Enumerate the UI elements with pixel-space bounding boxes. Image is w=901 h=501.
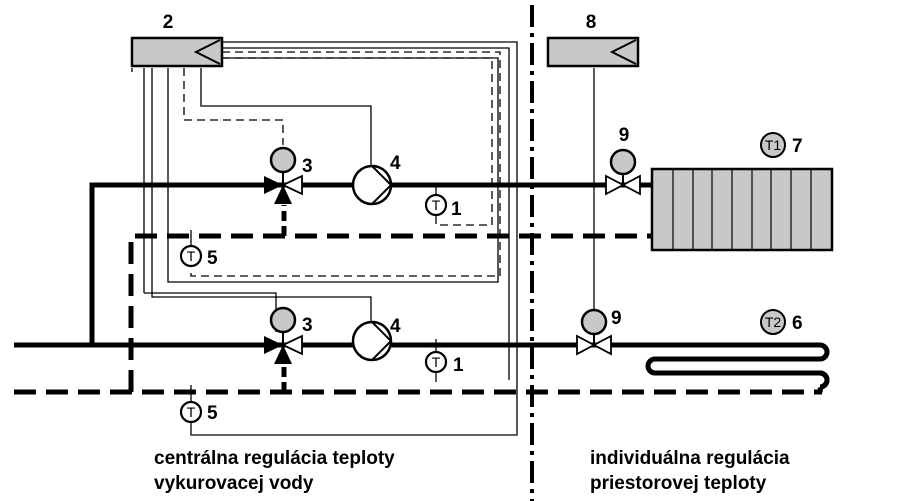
label-thermo-valve-top: 9 (619, 125, 630, 146)
caption-individual-line1: individuálna regulácia (590, 448, 790, 469)
room-sensor-t1-glyph: T1 (765, 137, 782, 153)
caption-individual-line2: priestorovej teploty (590, 473, 767, 494)
caption-individual: individuálna regulácia priestorovej tepl… (590, 446, 790, 496)
mixing-valve-bottom (264, 306, 303, 364)
radiator (650, 167, 834, 252)
label-mixing-valve-bottom: 3 (302, 315, 313, 336)
room-sensor-t2-glyph: T2 (765, 314, 782, 330)
label-flow-sensor-top: 1 (451, 199, 462, 220)
room-sensor-t2: T2 (760, 309, 786, 335)
label-controller-individual: 8 (586, 12, 597, 33)
label-return-sensor-bottom: 5 (207, 403, 218, 424)
flow-sensor-top: T (424, 185, 448, 217)
label-mixing-valve-top: 3 (302, 156, 313, 177)
return-pipe-top-branch (128, 233, 651, 392)
caption-central-line2: vykurovacej vody (154, 473, 314, 494)
sensor-glyph: T (432, 197, 441, 213)
central-controller (130, 36, 224, 68)
room-sensor-t1: T1 (760, 132, 786, 158)
label-radiator: 7 (792, 136, 803, 157)
flow-sensor-bottom: T (424, 339, 448, 382)
sensor-glyph: T (187, 248, 196, 264)
supply-pipe-top-branch (89, 182, 651, 345)
label-thermo-valve-bottom: 9 (611, 308, 622, 329)
return-sensor-top: T (179, 230, 203, 268)
thermo-valve-bottom (576, 308, 612, 356)
pump-bottom (351, 320, 393, 362)
label-return-sensor-top: 5 (207, 248, 218, 269)
individual-controller (546, 36, 640, 68)
floor-heating-coil (640, 342, 830, 393)
sensor-wiring-dashed (183, 51, 501, 277)
sensor-glyph: T (187, 404, 196, 420)
label-controller-central: 2 (163, 12, 174, 33)
label-floor-heating: 6 (792, 313, 803, 334)
caption-central-line1: centrálna regulácia teploty (154, 448, 395, 469)
thermo-valve-top (605, 148, 641, 196)
caption-central: centrálna regulácia teploty vykurovacej … (154, 446, 395, 496)
return-sensor-bottom: T (179, 385, 203, 424)
pump-top (351, 164, 393, 206)
sensor-glyph: T (432, 354, 441, 370)
label-flow-sensor-bottom: 1 (453, 355, 464, 376)
mixing-valve-top (264, 146, 303, 204)
label-pump-bottom: 4 (390, 316, 401, 337)
floor-heating-bend (819, 370, 830, 390)
label-pump-top: 4 (390, 153, 401, 174)
